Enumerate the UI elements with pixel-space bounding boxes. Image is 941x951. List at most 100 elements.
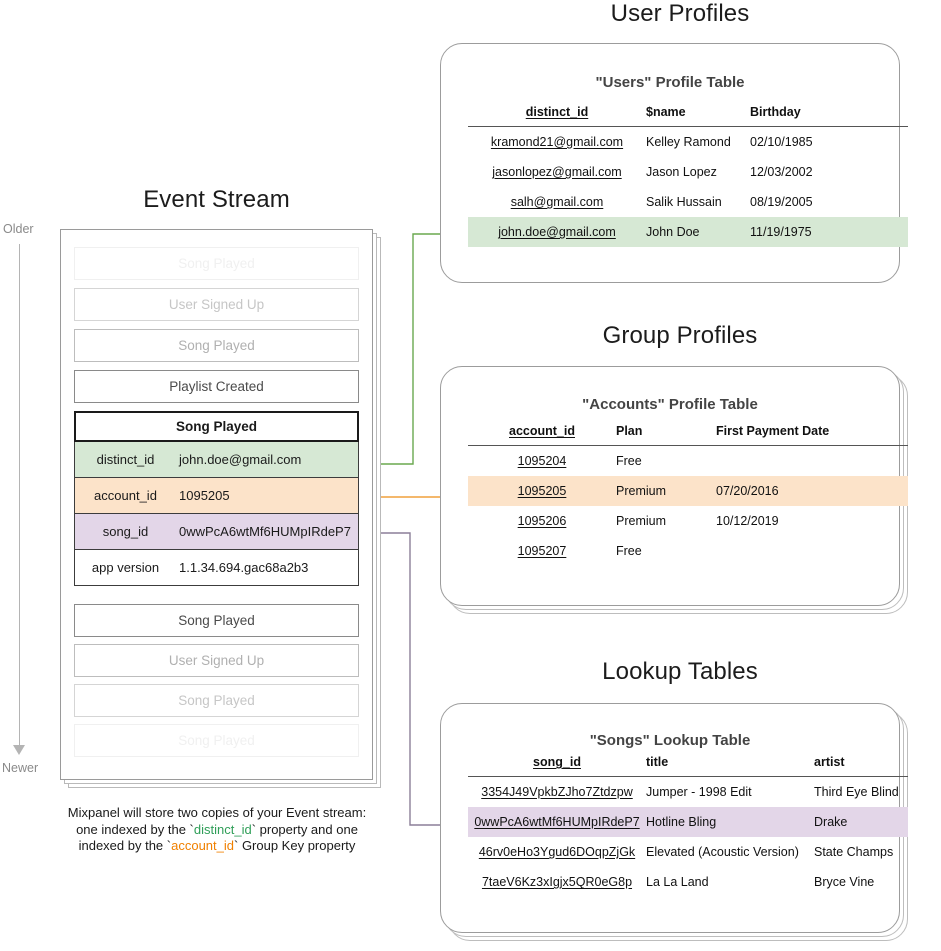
table-cell: John Doe [646,217,750,247]
row-key-value: 1095205 [517,484,567,498]
column-header-label: title [646,755,669,769]
caption-line-1: Mixpanel will store two copies of your E… [67,805,367,820]
column-header-label: Plan [616,424,643,438]
cell-value: 02/10/1985 [750,135,813,149]
table-cell: Jason Lopez [646,157,750,187]
cell-value: Third Eye Blind [814,785,899,799]
cell-value: Jason Lopez [646,165,717,179]
row-key-value: kramond21@gmail.com [490,135,624,149]
table-cell: Premium [616,476,716,506]
event-box[interactable]: Song Played [74,329,359,362]
table-cell: 10/12/2019 [716,506,908,536]
table-cell: salh@gmail.com [468,187,646,217]
event-label: Song Played [178,338,255,353]
cell-value: Drake [814,815,848,829]
table-cell: Free [616,446,716,477]
event-property-value: 1.1.34.694.gac68a2b3 [179,560,309,575]
table-cell: 3354J49VpkbZJho7Ztdzpw [468,777,646,808]
table-cell: 1095205 [468,476,616,506]
table-cell: 12/03/2002 [750,157,908,187]
event-property-value: 1095205 [179,488,230,503]
event-box[interactable]: Song Played [74,604,359,637]
caption-distinct-id-key: distinct_id [193,821,252,837]
table-cell: La La Land [646,867,814,897]
event-property-key: app version [91,560,160,575]
cell-value: State Champs [814,845,894,859]
songs-table-title: "Songs" Lookup Table [589,732,751,749]
caption-line2-pre: one indexed by the ` [76,821,194,837]
accounts-table-row[interactable]: 1095207 Free [468,536,908,566]
column-header: artist [814,755,908,777]
row-key-value: john.doe@gmail.com [498,225,616,239]
event-label: Playlist Created [169,379,264,394]
caption-line-3: indexed by the `account_id` Group Key pr… [36,838,398,855]
event-property-key: distinct_id [96,452,155,467]
table-cell: Hotline Bling [646,807,814,837]
event-box[interactable]: Song Played [74,724,359,757]
cell-value: 07/20/2016 [716,484,779,498]
column-header-label: distinct_id [525,105,589,119]
event-property-row[interactable]: distinct_id john.doe@gmail.com [74,442,359,478]
event-label: Song Played [178,613,255,628]
column-header-label: artist [814,755,845,769]
caption-line3-post: ` Group Key property [234,838,356,853]
table-cell: Free [616,536,716,566]
column-header-label: song_id [533,755,581,769]
users-table-row[interactable]: john.doe@gmail.com John Doe 11/19/1975 [468,217,908,247]
event-label: User Signed Up [168,653,265,668]
cell-value: Hotline Bling [646,815,717,829]
event-box[interactable]: Playlist Created [74,370,359,403]
user-profiles-title: User Profiles [610,0,750,27]
event-property-key: song_id [102,524,149,539]
cell-value: John Doe [646,225,700,239]
table-cell: Elevated (Acoustic Version) [646,837,814,867]
table-cell: Bryce Vine [814,867,908,897]
cell-value: La La Land [646,875,709,889]
cell-value: 11/19/1975 [750,225,812,239]
event-box[interactable]: User Signed Up [74,644,359,677]
row-key-value: 1095206 [517,514,567,528]
expanded-event-header[interactable]: Song Played [74,411,359,442]
table-cell: State Champs [814,837,908,867]
diagram-caption: Mixpanel will store two copies of your E… [36,805,398,855]
timeline-axis-line [19,244,20,749]
event-box[interactable]: Song Played [74,247,359,280]
table-cell [716,446,908,477]
event-box[interactable]: Song Played [74,684,359,717]
column-header: song_id [468,755,646,777]
table-cell: Kelley Ramond [646,127,750,158]
event-property-row[interactable]: app version 1.1.34.694.gac68a2b3 [74,550,359,586]
event-label: Song Played [178,693,255,708]
caption-line2-post: ` property and one [251,821,358,837]
accounts-table-title: "Accounts" Profile Table [582,396,758,413]
cell-value: 10/12/2019 [716,514,779,528]
column-header: account_id [468,424,616,446]
row-key-value: salh@gmail.com [510,195,604,209]
row-key-value: 1095207 [517,544,567,558]
table-cell: 07/20/2016 [716,476,908,506]
column-header: title [646,755,814,777]
event-box[interactable]: User Signed Up [74,288,359,321]
event-stream-title: Event Stream [143,186,290,213]
event-label: Song Played [178,733,255,748]
cell-value: Free [616,544,642,558]
table-cell: 11/19/1975 [750,217,908,247]
event-property-value: john.doe@gmail.com [179,452,302,467]
cell-value: 12/03/2002 [750,165,813,179]
table-cell: 1095206 [468,506,616,536]
column-header: First Payment Date [716,424,908,446]
